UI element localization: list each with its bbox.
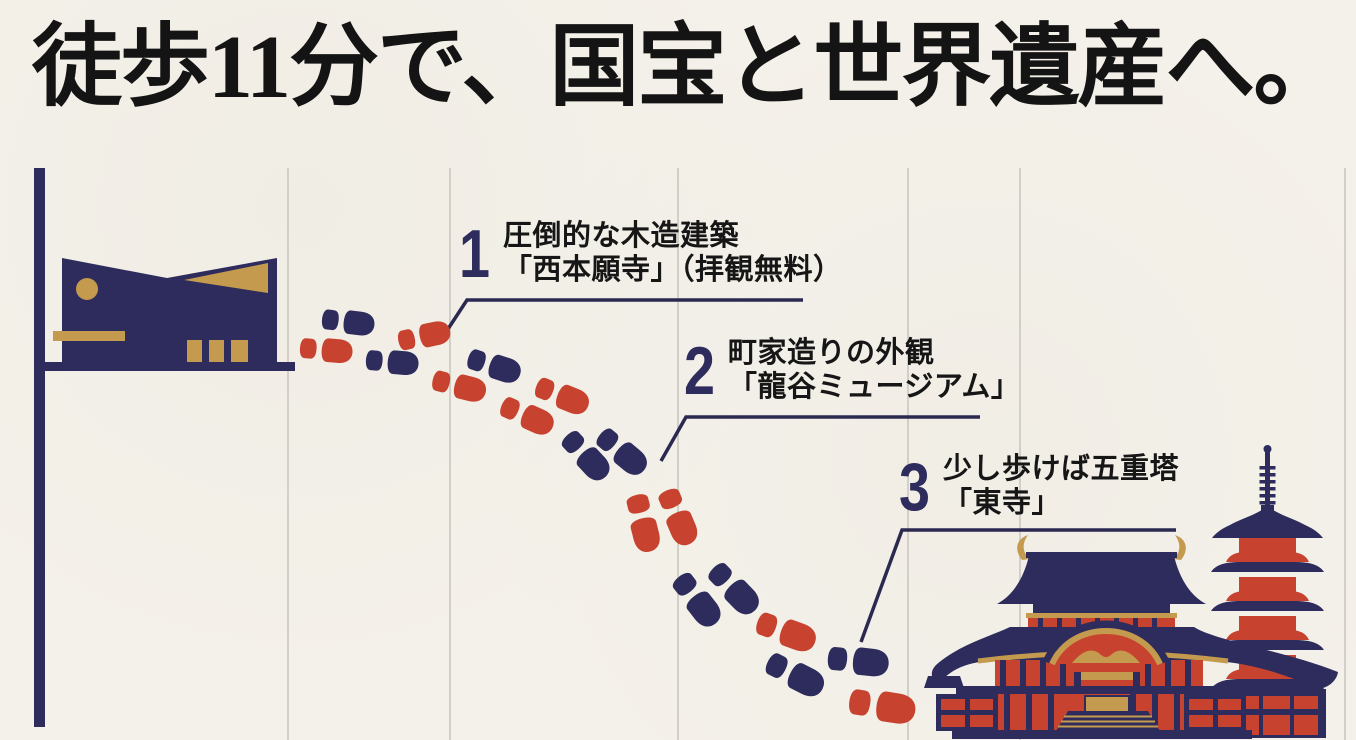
left-fence bbox=[936, 694, 998, 731]
hall-beam-band bbox=[956, 686, 1224, 694]
annotation-leaders bbox=[446, 298, 1176, 643]
temple-base-band bbox=[952, 730, 1252, 739]
stop-3-text: 少し歩けば五重塔 「東寺」 bbox=[943, 452, 1179, 520]
footprint-red bbox=[496, 393, 558, 439]
temple-main-hall-illustration bbox=[924, 535, 1338, 739]
stop-2-text: 町家造りの外観 「龍谷ミュージアム」 bbox=[728, 336, 1020, 404]
main-hall-upper-roof bbox=[997, 556, 1206, 604]
footprint-red bbox=[395, 318, 453, 354]
right-fence bbox=[1184, 694, 1246, 731]
building-roof-window bbox=[184, 263, 268, 293]
stop-1-number: 1 bbox=[459, 216, 491, 292]
footprint-navy bbox=[826, 644, 891, 678]
stop-3-number: 3 bbox=[899, 449, 931, 525]
karahafu-gable bbox=[1042, 620, 1170, 666]
footprint-red bbox=[654, 485, 702, 550]
footprint-navy bbox=[364, 347, 420, 377]
stop-1-line-1: 圧倒的な木造建築 bbox=[503, 220, 740, 252]
leader-line-2 bbox=[659, 415, 980, 462]
footprint-navy bbox=[320, 307, 376, 338]
leader-line-3 bbox=[859, 528, 1176, 643]
building-window-1 bbox=[187, 340, 202, 362]
footprint-red bbox=[847, 686, 918, 727]
frame-vertical-bar bbox=[34, 168, 45, 727]
building-round-window bbox=[76, 278, 98, 300]
footprint-red bbox=[623, 491, 663, 555]
footprint-red bbox=[429, 367, 489, 405]
stop-1-text: 圧倒的な木造建築 「西本願寺」（拝観無料） bbox=[503, 219, 843, 287]
route-stop-1: 1 圧倒的な木造建築 「西本願寺」（拝観無料） bbox=[459, 216, 843, 292]
gold-door bbox=[1084, 695, 1130, 714]
route-stop-3: 3 少し歩けば五重塔 「東寺」 bbox=[899, 449, 1179, 525]
background-grid-lines bbox=[287, 168, 1346, 740]
footprint-red bbox=[752, 608, 820, 656]
footprint-red bbox=[298, 335, 354, 365]
page-title: 徒歩11分で、国宝と世界遺産へ。 bbox=[32, 18, 1343, 117]
entrance-steps bbox=[1056, 711, 1160, 731]
left-wing-roof bbox=[924, 676, 964, 688]
roof-ornament-right bbox=[1173, 535, 1186, 560]
start-building-illustration bbox=[34, 168, 295, 727]
stop-2-line-1: 町家造りの外観 bbox=[728, 337, 935, 369]
stop-2-line-2: 「龍谷ミュージアム」 bbox=[728, 371, 1021, 403]
stop-2-number: 2 bbox=[684, 333, 716, 409]
pagoda-spire-rings bbox=[1259, 466, 1276, 505]
stop-3-line-1: 少し歩けば五重塔 bbox=[943, 453, 1180, 485]
building-window-2 bbox=[209, 340, 224, 362]
footprint-navy bbox=[761, 649, 829, 702]
hall-wall-columns bbox=[1000, 660, 1191, 688]
ground-baseline bbox=[34, 362, 295, 371]
stop-1-line-2: 「西本願寺」（拝観無料） bbox=[503, 254, 843, 286]
leader-line-1 bbox=[446, 298, 803, 330]
building-window-3 bbox=[231, 340, 248, 362]
pagoda-top-roof bbox=[1212, 506, 1323, 538]
stop-3-line-2: 「東寺」 bbox=[943, 487, 1062, 519]
roof-ornament-left bbox=[1017, 535, 1030, 560]
building-awning bbox=[53, 331, 125, 341]
route-stop-2: 2 町家造りの外観 「龍谷ミュージアム」 bbox=[684, 333, 1020, 409]
